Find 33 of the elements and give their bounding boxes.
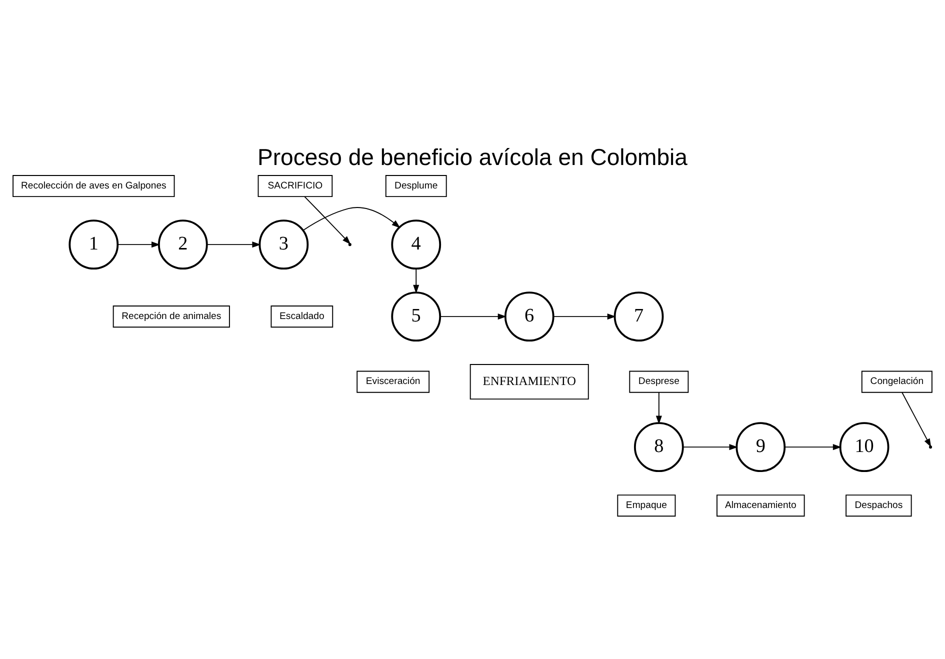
node-circle: 5 [391, 292, 442, 342]
arrow [553, 314, 616, 320]
node-box: Despachos [846, 494, 912, 517]
node-box: Almacenamiento [716, 494, 805, 517]
arrow [206, 242, 261, 248]
node-box: Escaldado [270, 306, 334, 328]
arrow [302, 207, 400, 231]
arrow [440, 314, 506, 320]
node-box: SACRIFICIO [258, 175, 333, 198]
arrow [656, 392, 662, 424]
node-box: ENFRIAMIENTO [470, 364, 589, 400]
arrow [413, 268, 420, 294]
node-box: Desplume [385, 175, 447, 198]
arrow [902, 392, 932, 448]
arrow [784, 444, 842, 450]
node-circle: 6 [504, 292, 554, 342]
node-box: Recepción de animales [112, 306, 230, 328]
node-circle: 1 [68, 220, 119, 270]
diagram-title: Proceso de beneficio avícola en Colombia [258, 144, 688, 170]
node-circle: 9 [736, 422, 786, 472]
node-box: Desprese [629, 370, 689, 393]
node-circle: 10 [839, 422, 890, 472]
arrow [304, 196, 351, 245]
node-box: Empaque [617, 494, 676, 517]
node-box: Evisceración [356, 370, 430, 393]
node-circle: 7 [614, 292, 664, 342]
node-circle: 2 [158, 220, 208, 270]
arrow [117, 242, 160, 248]
node-circle: 8 [634, 422, 684, 472]
node-box: Congelación [861, 370, 932, 393]
arrow [682, 444, 738, 450]
node-circle: 3 [258, 220, 309, 270]
node-box: Recolección de aves en Galpones [12, 175, 175, 198]
